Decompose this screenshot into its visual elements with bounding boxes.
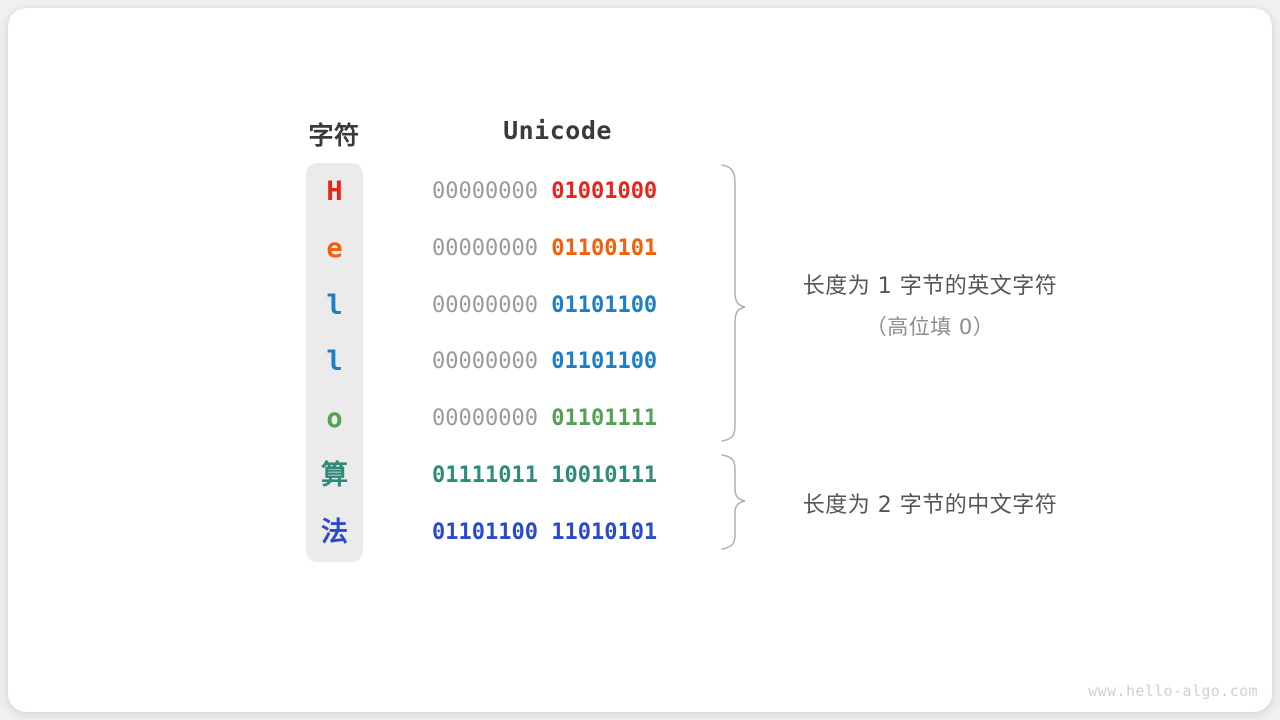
site-watermark: www.hello-algo.com	[1088, 682, 1258, 700]
character-cell: e	[326, 232, 343, 264]
unicode-high-byte: 00000000	[432, 179, 538, 204]
unicode-high-byte: 00000000	[432, 406, 538, 432]
unicode-low-byte: 01100101	[551, 235, 658, 261]
annotation-ascii-group: 长度为 1 字节的英文字符 （高位填 0）	[760, 268, 1100, 341]
unicode-low-byte: 10010111	[551, 463, 658, 488]
unicode-high-byte: 01101100	[432, 519, 538, 545]
unicode-binary-cell: 00000000 01100101	[432, 229, 692, 269]
character-cell: 算	[321, 460, 348, 491]
brace-ascii-group	[721, 164, 746, 442]
annotation-ascii-sub: （高位填 0）	[865, 315, 995, 339]
unicode-binary-cell: 01101100 11010101	[432, 513, 692, 553]
unicode-low-byte: 01101111	[551, 406, 658, 432]
unicode-binary-cell: 01111011 10010111	[432, 456, 692, 496]
column-header-unicode: Unicode	[503, 116, 612, 145]
annotation-cjk-group: 长度为 2 字节的中文字符	[760, 487, 1100, 519]
unicode-high-byte: 01111011	[432, 463, 538, 488]
unicode-binary-cell: 00000000 01001000	[432, 172, 692, 212]
character-cell: H	[326, 176, 343, 207]
figure-card	[8, 8, 1272, 712]
unicode-high-byte: 00000000	[432, 235, 538, 261]
annotation-ascii-main: 长度为 1 字节的英文字符	[802, 274, 1058, 299]
character-cell: l	[326, 346, 343, 378]
annotation-cjk-main: 长度为 2 字节的中文字符	[802, 493, 1058, 518]
character-cell: l	[326, 289, 343, 321]
brace-cjk-group	[721, 454, 746, 550]
unicode-low-byte: 01101100	[551, 292, 658, 318]
character-cell: o	[326, 403, 343, 435]
character-column-pill	[306, 163, 363, 562]
unicode-binary-cell: 00000000 01101100	[432, 342, 692, 382]
character-cell: 法	[321, 516, 348, 548]
unicode-low-byte: 11010101	[551, 519, 658, 545]
unicode-high-byte: 00000000	[432, 292, 538, 318]
unicode-binary-cell: 00000000 01101100	[432, 286, 692, 326]
unicode-low-byte: 01101100	[551, 349, 658, 375]
column-header-character: 字符	[308, 121, 360, 150]
unicode-low-byte: 01001000	[551, 179, 658, 204]
unicode-high-byte: 00000000	[432, 349, 538, 375]
unicode-binary-cell: 00000000 01101111	[432, 399, 692, 439]
